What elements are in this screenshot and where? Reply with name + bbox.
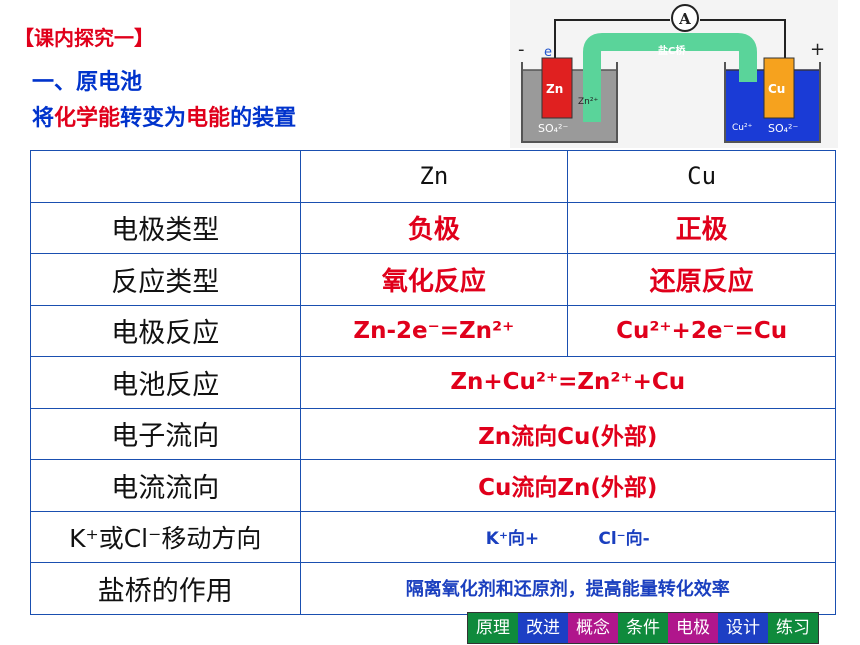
ammeter-label: A (678, 10, 691, 28)
table-header-cell: Zn (299, 150, 569, 203)
section-label: 【课内探究一】 (14, 26, 154, 50)
plus-sign: + (810, 39, 825, 60)
row-label: K⁺或Cl⁻移动方向 (30, 510, 301, 563)
nav-button-principle[interactable]: 原理 (468, 613, 518, 643)
zn-electrode-icon (541, 57, 573, 119)
table-row: 电流流向 Cu流向Zn(外部) (30, 459, 836, 512)
electron-label: e (544, 45, 552, 60)
subheading-part: 将 (32, 106, 55, 131)
table-cell: 还原反应 (567, 253, 836, 306)
table-cell: Zn+Cu²⁺=Zn²⁺+Cu (299, 356, 836, 409)
row-label: 反应类型 (30, 253, 301, 306)
nav-button-condition[interactable]: 条件 (618, 613, 668, 643)
table-cell: 正极 (567, 201, 836, 254)
table-cell: 负极 (299, 201, 569, 254)
minus-sign: - (518, 39, 525, 60)
cu-electrode-icon (763, 57, 795, 119)
so4-right-label: SO₄²⁻ (768, 122, 798, 135)
nav-button-exercise[interactable]: 练习 (768, 613, 818, 643)
nav-bar: 原理 改进 概念 条件 电极 设计 练习 (467, 612, 819, 644)
nav-button-electrode[interactable]: 电极 (668, 613, 718, 643)
so4-left-label: SO₄²⁻ (538, 122, 568, 135)
table-row: 电极类型 负极 正极 (30, 201, 836, 254)
subheading-part: 转变为 (120, 106, 187, 131)
table-row: 盐桥的作用 隔离氧化剂和还原剂，提高能量转化效率 (30, 562, 836, 615)
table-row: Zn Cu (30, 150, 836, 203)
table-row: K⁺或Cl⁻移动方向 K⁺向+ Cl⁻向- (30, 510, 836, 563)
table-header-cell (30, 150, 301, 203)
table-cell: Zn-2e⁻=Zn²⁺ (299, 304, 569, 357)
zn-electrode-label: Zn (546, 82, 563, 96)
subheading-part: 电能 (186, 106, 231, 131)
table-cell: Zn流向Cu(外部) (299, 407, 836, 460)
row-label: 电极类型 (30, 201, 301, 254)
nav-button-concept[interactable]: 概念 (568, 613, 618, 643)
table-cell: K⁺向+ Cl⁻向- (299, 510, 836, 563)
page-subheading: 将化学能转变为电能的装置 (32, 100, 296, 132)
table-row: 反应类型 氧化反应 还原反应 (30, 253, 836, 306)
row-label: 电流流向 (30, 459, 301, 512)
nav-button-improve[interactable]: 改进 (518, 613, 568, 643)
table-header-cell: Cu (567, 150, 836, 203)
salt-bridge-label: 盐C桥 (658, 44, 686, 57)
table-row: 电池反应 Zn+Cu²⁺=Zn²⁺+Cu (30, 356, 836, 409)
row-label: 盐桥的作用 (30, 562, 301, 615)
cell-comparison-table: Zn Cu 电极类型 负极 正极 反应类型 氧化反应 还原反应 电极反应 Zn-… (30, 150, 836, 615)
table-row: 电子流向 Zn流向Cu(外部) (30, 407, 836, 460)
table-cell: Cu²⁺+2e⁻=Cu (567, 304, 836, 357)
nav-button-design[interactable]: 设计 (718, 613, 768, 643)
cu-electrode-label: Cu (768, 82, 785, 96)
row-label: 电子流向 (30, 407, 301, 460)
table-cell: 氧化反应 (299, 253, 569, 306)
ammeter-icon (671, 4, 699, 32)
table-cell: 隔离氧化剂和还原剂，提高能量转化效率 (299, 562, 836, 615)
table-cell: Cu流向Zn(外部) (299, 459, 836, 512)
zn-ion-label: Zn²⁺ (578, 97, 598, 107)
subheading-part: 的装置 (230, 106, 297, 131)
row-label: 电池反应 (30, 356, 301, 409)
subheading-part: 化学能 (54, 106, 121, 131)
table-row: 电极反应 Zn-2e⁻=Zn²⁺ Cu²⁺+2e⁻=Cu (30, 304, 836, 357)
cell-illustration: A - + e 盐C桥 Zn Zn²⁺ SO₄²⁻ Cu Cu²⁺ SO₄²⁻ (518, 4, 825, 143)
page-heading: 一、原电池 (32, 70, 143, 95)
galvanic-cell-diagram: A - + e 盐C桥 Zn Zn²⁺ SO₄²⁻ Cu Cu²⁺ SO₄²⁻ (510, 0, 838, 148)
cu-ion-label: Cu²⁺ (732, 123, 753, 133)
row-label: 电极反应 (30, 304, 301, 357)
